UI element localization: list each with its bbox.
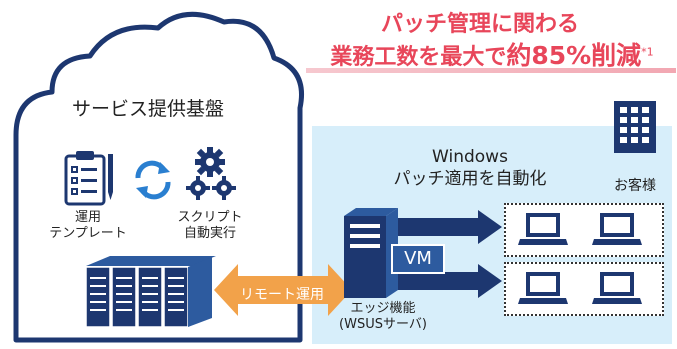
headline-underline	[306, 68, 676, 73]
headline-line-2: 業務工数を最大で約85%削減*1	[312, 36, 672, 72]
customer-label: お客様	[614, 178, 656, 194]
clipboard-icon	[64, 151, 113, 206]
script-label-line-1: スクリプト	[177, 210, 243, 225]
edge-label-line-1: エッジ機能	[350, 301, 416, 316]
footnote-mark: *1	[641, 45, 654, 59]
laptop-group-1	[504, 203, 664, 257]
building-icon	[614, 101, 656, 153]
gears-icon	[186, 147, 236, 200]
refresh-icon	[135, 160, 171, 200]
windows-heading-line-1: Windows	[432, 147, 508, 167]
remote-operation-label: リモート運用	[240, 287, 324, 303]
headline-line-1: パッチ管理に関わる	[380, 12, 579, 37]
script-label: スクリプト 自動実行	[160, 210, 260, 242]
headline-emphasis: 約85%削減	[506, 41, 642, 70]
laptop-icons-group-2	[518, 272, 642, 304]
laptop-icon	[592, 213, 642, 245]
windows-heading: Windows パッチ適用を自動化	[355, 146, 585, 190]
template-label-line-2: テンプレート	[49, 226, 127, 241]
laptop-icons-group-1	[518, 213, 642, 245]
edge-label: エッジ機能 (WSUSサーバ)	[318, 301, 448, 333]
server-rack-icon	[86, 256, 216, 328]
laptop-icon	[592, 272, 642, 304]
vm-badge: VM	[391, 244, 445, 274]
remote-double-arrow	[214, 264, 352, 316]
script-label-line-2: 自動実行	[183, 226, 236, 241]
edge-server-icon	[344, 208, 398, 298]
template-label-line-1: 運用	[74, 210, 101, 225]
cloud-title: サービス提供基盤	[71, 98, 224, 120]
laptop-icon	[518, 213, 568, 245]
arrow-top	[398, 210, 502, 244]
headline-prefix: 業務工数を最大で	[330, 45, 507, 70]
laptop-group-2	[504, 262, 664, 316]
template-label: 運用 テンプレート	[38, 210, 138, 242]
windows-heading-line-2: パッチ適用を自動化	[393, 169, 547, 189]
edge-label-line-2: (WSUSサーバ)	[339, 317, 427, 332]
laptop-icon	[518, 272, 568, 304]
